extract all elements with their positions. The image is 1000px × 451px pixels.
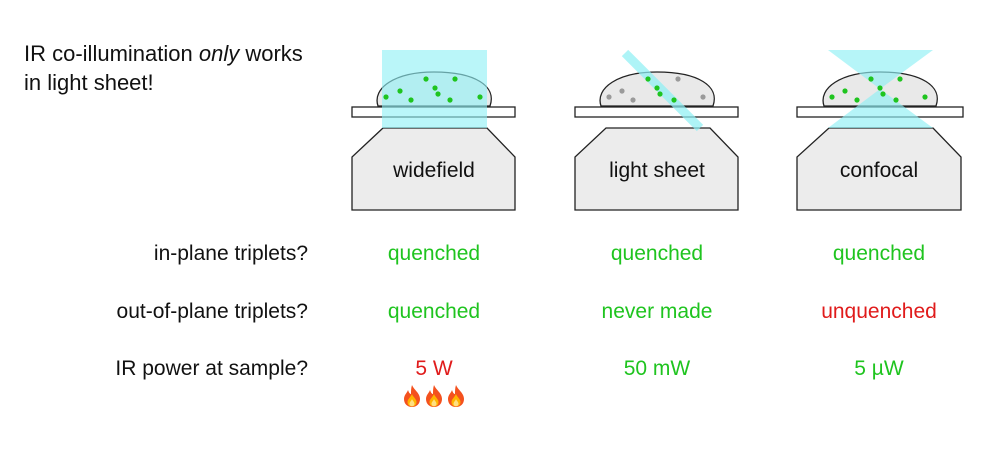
- modality-label-widefield: widefield: [392, 159, 475, 182]
- light-sheet-beam: [621, 49, 704, 132]
- coverslip: [574, 106, 739, 118]
- fire-icon: [426, 385, 442, 407]
- cell-in-plane-light-sheet: quenched: [610, 242, 704, 265]
- confocal-diagram: [796, 50, 964, 211]
- heat-warning: [334, 384, 534, 414]
- headline-emphasis: only: [198, 41, 240, 66]
- fluorophores-dark: [606, 76, 706, 103]
- cell-in-plane-confocal: quenched: [832, 242, 926, 265]
- headline: IR co-illumination only works in light s…: [24, 39, 303, 97]
- confocal-beam: [828, 50, 933, 128]
- fire-icon: [448, 385, 464, 407]
- modality-label-light-sheet: light sheet: [609, 159, 705, 182]
- cell-in-plane-widefield: quenched: [387, 242, 481, 265]
- fire-icon: [404, 385, 420, 407]
- cell-ir-power-widefield: 5 W: [415, 357, 453, 380]
- fluorophores: [829, 76, 928, 103]
- headline-line2: in light sheet!: [24, 70, 154, 95]
- cell-ir-power-confocal: 5 µW: [854, 357, 904, 380]
- row-label-in-plane: in-plane triplets?: [153, 242, 308, 265]
- cell-ir-power-light-sheet: 50 mW: [623, 357, 691, 380]
- cell-out-of-plane-confocal: unquenched: [821, 300, 937, 323]
- headline-text-end: works: [239, 41, 303, 66]
- cell-out-of-plane-widefield: quenched: [387, 300, 481, 323]
- row-label-out-of-plane: out-of-plane triplets?: [116, 300, 308, 323]
- headline-text: IR co-illumination: [24, 41, 199, 66]
- fluorophores: [383, 76, 483, 103]
- light-sheet-diagram: [574, 49, 739, 211]
- cell-out-of-plane-light-sheet: never made: [601, 300, 713, 323]
- objective-lens: [574, 127, 739, 211]
- modality-label-confocal: confocal: [840, 159, 918, 182]
- fluorophores-lit: [645, 76, 677, 103]
- widefield-diagram: [351, 50, 516, 211]
- row-label-ir-power: IR power at sample?: [115, 357, 308, 380]
